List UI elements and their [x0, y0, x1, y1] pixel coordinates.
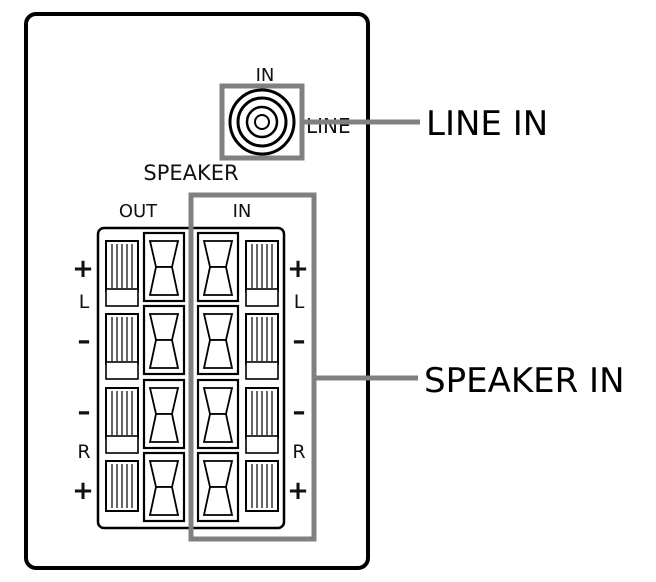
terminal-funnel-bottom-in-3 [202, 486, 234, 516]
line-jack-side-label: LINE [306, 114, 351, 138]
terminal-spacer-4 [105, 435, 139, 454]
line-in-jack: IN LINE [219, 65, 351, 161]
right-plus-label: + [287, 254, 309, 284]
terminal-funnel-bottom-out-2 [148, 413, 180, 443]
left-minus-label: – [78, 326, 91, 356]
right-minus-label: – [293, 326, 306, 356]
left-minus-label-r: – [78, 397, 91, 427]
terminal-funnel-bottom-out-0 [148, 266, 180, 296]
speaker-in-callout: SPEAKER IN [424, 361, 625, 401]
terminal-funnel-bottom-in-0 [202, 266, 234, 296]
terminal-funnel-bottom-in-1 [202, 339, 234, 369]
terminal-funnel-bottom-in-2 [202, 413, 234, 443]
right-plus-label-r: + [287, 476, 309, 506]
right-channel-label: L [294, 291, 305, 313]
jack-pin [254, 114, 270, 130]
terminal-spacer-3 [245, 361, 279, 380]
terminal-funnel-top-in-1 [202, 313, 234, 341]
right-channel-label-r: R [292, 441, 305, 463]
terminal-funnel-bottom-out-3 [148, 486, 180, 516]
line-jack-top-label: IN [256, 65, 275, 86]
speaker-out-label: OUT [119, 201, 158, 222]
line-in-callout: LINE IN [426, 104, 548, 144]
speaker-terminals [105, 231, 279, 523]
terminal-funnel-top-out-0 [148, 240, 180, 268]
terminal-spacer-1 [245, 288, 279, 307]
terminal-funnel-top-in-3 [202, 460, 234, 488]
left-channel-label-r: R [77, 441, 90, 463]
right-minus-label-r: – [293, 397, 306, 427]
speaker-terminal-block [96, 226, 286, 530]
speaker-in-label: IN [233, 201, 252, 222]
terminal-funnel-top-out-1 [148, 313, 180, 341]
left-plus-label: + [72, 254, 94, 284]
terminal-funnel-bottom-out-1 [148, 339, 180, 369]
terminal-spacer-0 [105, 288, 139, 307]
left-plus-label-r: + [72, 476, 94, 506]
terminal-funnel-top-out-2 [148, 387, 180, 415]
terminal-spacer-2 [105, 361, 139, 380]
speaker-title: SPEAKER [143, 161, 238, 185]
terminal-funnel-top-in-2 [202, 387, 234, 415]
terminal-spacer-5 [245, 435, 279, 454]
left-channel-label: L [79, 291, 90, 313]
speaker-in-highlight-box [188, 192, 317, 542]
terminal-funnel-top-in-0 [202, 240, 234, 268]
terminal-funnel-top-out-3 [148, 460, 180, 488]
